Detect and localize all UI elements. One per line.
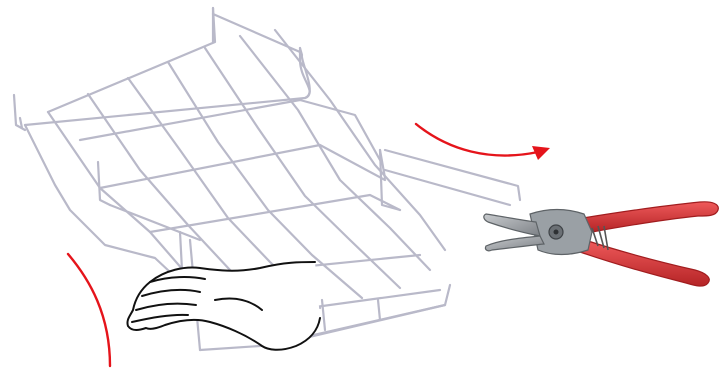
tray-cross-wire (205, 48, 400, 288)
tray-post (378, 300, 380, 320)
tray-post (180, 232, 182, 270)
tray-side-wall (385, 170, 510, 205)
tray-side-wall (213, 14, 300, 52)
tin-snips (484, 202, 718, 286)
tray-post (98, 162, 110, 205)
tray-post (14, 95, 25, 130)
snips-lower-blade (485, 236, 544, 251)
tray-long-wire (25, 48, 310, 125)
tray-cross-wire (168, 62, 362, 298)
hand (127, 262, 320, 350)
bending-arc-left (68, 254, 110, 366)
snips-upper-handle (583, 202, 718, 232)
snips-pivot-center (554, 230, 559, 235)
rotation-arrow-right (416, 124, 550, 160)
tray-post (322, 300, 325, 330)
snips-lower-handle (580, 240, 709, 286)
